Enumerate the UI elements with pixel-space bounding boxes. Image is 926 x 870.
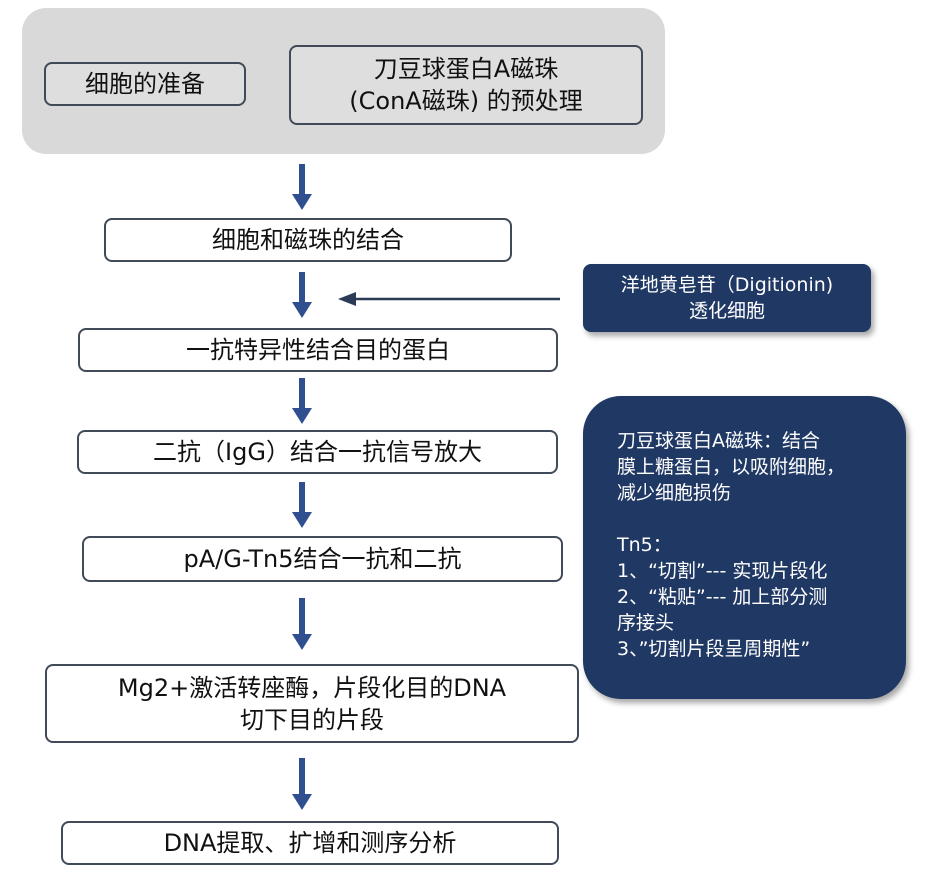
- cell-preparation-box: 细胞的准备: [44, 62, 246, 106]
- digitonin-note-line2: 透化细胞: [688, 300, 765, 322]
- step-pag-tn5-binding: pA/G-Tn5结合一抗和二抗: [82, 536, 563, 582]
- info-line: 减少细胞损伤: [617, 482, 732, 504]
- down-arrow-icon: [292, 598, 312, 650]
- info-line: 1、“切割”--- 实现片段化: [617, 560, 828, 582]
- step-secondary-antibody: 二抗（IgG）结合一抗信号放大: [77, 430, 558, 474]
- info-line: Tn5：: [617, 534, 672, 556]
- info-note: 刀豆球蛋白A磁珠：结合 膜上糖蛋白，以吸附细胞， 减少细胞损伤 Tn5： 1、“…: [583, 396, 906, 699]
- down-arrow-icon: [292, 482, 312, 528]
- step-label: 一抗特异性结合目的蛋白: [186, 336, 450, 364]
- cell-preparation-label: 细胞的准备: [85, 70, 205, 98]
- step-label: 细胞和磁珠的结合: [212, 226, 404, 254]
- info-line: 序接头: [617, 612, 675, 634]
- cona-bead-line1: 刀豆球蛋白A磁珠: [373, 55, 559, 83]
- down-arrow-icon: [292, 272, 312, 318]
- step-dna-extraction: DNA提取、扩增和测序分析: [61, 821, 559, 865]
- step-cell-bead-binding: 细胞和磁珠的结合: [104, 218, 512, 262]
- info-line: 2、“粘贴”--- 加上部分测: [617, 586, 828, 608]
- step-label-line1: Mg2+激活转座酶，片段化目的DNA: [117, 673, 507, 702]
- step-label: 二抗（IgG）结合一抗信号放大: [153, 438, 482, 466]
- step-label-line2: 切下目的片段: [240, 705, 384, 734]
- down-arrow-icon: [292, 164, 312, 210]
- step-label: pA/G-Tn5结合一抗和二抗: [183, 545, 462, 573]
- step-label: DNA提取、扩增和测序分析: [163, 829, 457, 857]
- step-mg-activation: Mg2+激活转座酶，片段化目的DNA 切下目的片段: [45, 664, 579, 743]
- down-arrow-icon: [292, 758, 312, 810]
- info-line: 刀豆球蛋白A磁珠：结合: [617, 430, 820, 452]
- cona-bead-pretreatment-box: 刀豆球蛋白A磁珠 (ConA磁珠) 的预处理: [289, 45, 643, 125]
- info-line: 3、”切割片段呈周期性”: [617, 638, 811, 660]
- step-primary-antibody: 一抗特异性结合目的蛋白: [78, 328, 558, 372]
- digitonin-note: 洋地黄皂苷（Digitionin) 透化细胞: [583, 264, 871, 332]
- digitonin-note-line1: 洋地黄皂苷（Digitionin): [620, 274, 834, 296]
- down-arrow-icon: [292, 378, 312, 424]
- cona-bead-line2: (ConA磁珠) 的预处理: [349, 87, 583, 115]
- info-line: 膜上糖蛋白，以吸附细胞，: [617, 456, 846, 478]
- left-arrow-icon: [338, 292, 560, 306]
- info-spacer: [617, 506, 896, 532]
